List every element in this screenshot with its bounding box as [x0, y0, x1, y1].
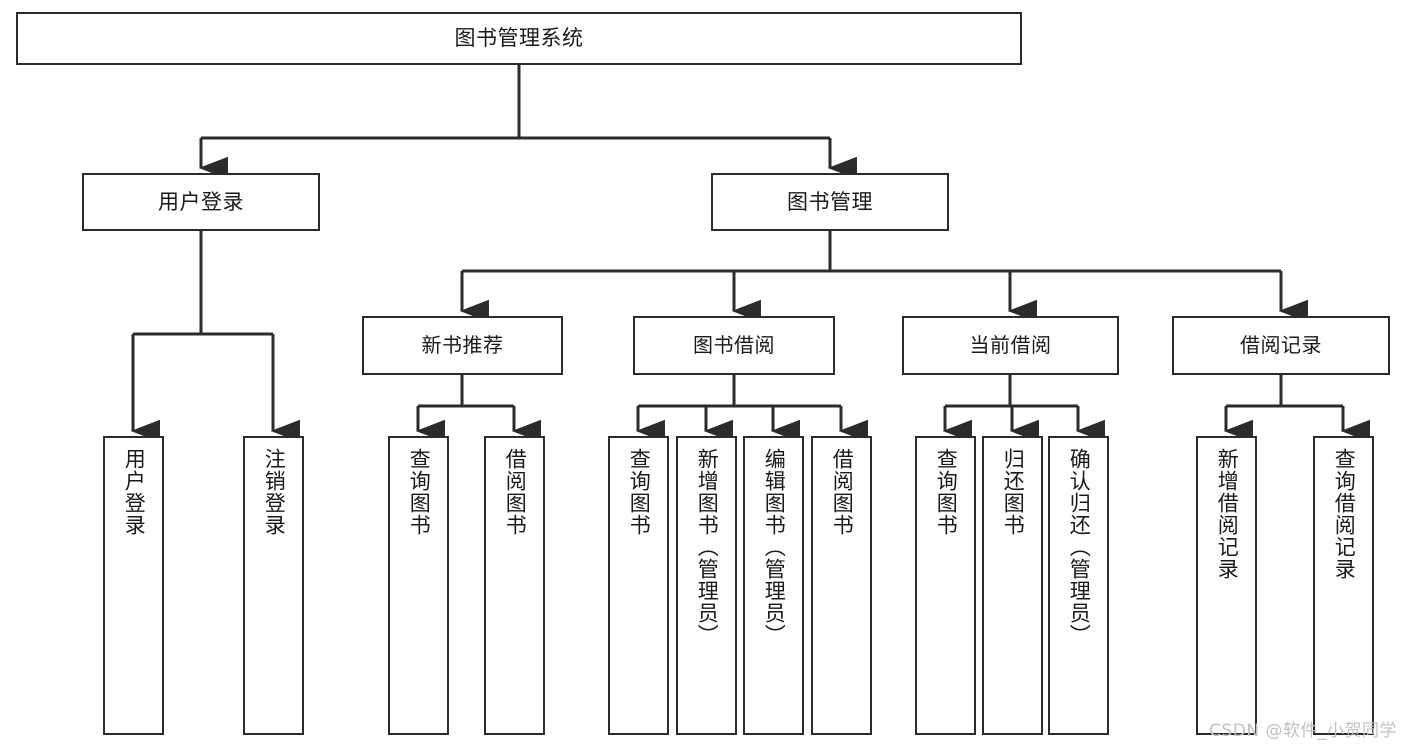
node-leaf-add-book[interactable]: 新增图书（管理员）	[676, 436, 737, 735]
node-root-label: 图书管理系统	[454, 26, 584, 51]
watermark: CSDN @软件_小贺同学	[1209, 721, 1397, 741]
node-leaf-query-book-2[interactable]: 查询图书	[608, 436, 669, 735]
node-book-manage[interactable]: 图书管理	[711, 173, 949, 231]
node-leaf-logout[interactable]: 注销登录	[243, 436, 304, 735]
node-user-login-label: 用户登录	[158, 189, 244, 214]
node-leaf-query-record-label: 查询借阅记录	[1332, 448, 1357, 580]
node-leaf-add-book-label: 新增图书（管理员）	[695, 448, 720, 646]
node-leaf-confirm-return[interactable]: 确认归还（管理员）	[1048, 436, 1109, 735]
node-leaf-query-record[interactable]: 查询借阅记录	[1313, 436, 1374, 735]
node-book-manage-label: 图书管理	[787, 189, 873, 214]
node-leaf-user-login-label: 用户登录	[122, 448, 147, 536]
node-new-book-recommend[interactable]: 新书推荐	[362, 316, 563, 375]
node-leaf-query-book-1-label: 查询图书	[407, 448, 432, 536]
node-borrow-record[interactable]: 借阅记录	[1172, 316, 1390, 375]
node-leaf-confirm-return-label: 确认归还（管理员）	[1067, 448, 1092, 646]
node-current-borrow[interactable]: 当前借阅	[902, 316, 1119, 375]
node-leaf-add-record[interactable]: 新增借阅记录	[1196, 436, 1257, 735]
node-leaf-query-book-1[interactable]: 查询图书	[388, 436, 449, 735]
node-leaf-return-book[interactable]: 归还图书	[982, 436, 1043, 735]
node-leaf-borrow-book-2-label: 借阅图书	[830, 448, 855, 536]
node-user-login[interactable]: 用户登录	[82, 173, 320, 231]
node-leaf-query-book-3-label: 查询图书	[934, 448, 959, 536]
node-leaf-borrow-book-1-label: 借阅图书	[503, 448, 528, 536]
node-current-borrow-label: 当前借阅	[969, 332, 1052, 357]
node-leaf-query-book-3[interactable]: 查询图书	[915, 436, 976, 735]
node-leaf-user-login[interactable]: 用户登录	[103, 436, 164, 735]
node-leaf-query-book-2-label: 查询图书	[627, 448, 652, 536]
node-root[interactable]: 图书管理系统	[16, 12, 1022, 65]
node-leaf-edit-book[interactable]: 编辑图书（管理员）	[743, 436, 804, 735]
node-leaf-edit-book-label: 编辑图书（管理员）	[762, 448, 787, 646]
node-book-borrow[interactable]: 图书借阅	[633, 316, 835, 375]
node-leaf-borrow-book-2[interactable]: 借阅图书	[811, 436, 872, 735]
node-leaf-logout-label: 注销登录	[262, 448, 287, 536]
node-book-borrow-label: 图书借阅	[693, 332, 775, 357]
node-leaf-borrow-book-1[interactable]: 借阅图书	[484, 436, 545, 735]
node-leaf-add-record-label: 新增借阅记录	[1215, 448, 1240, 580]
node-borrow-record-label: 借阅记录	[1240, 332, 1322, 357]
node-leaf-return-book-label: 归还图书	[1001, 448, 1026, 536]
node-new-book-recommend-label: 新书推荐	[421, 332, 504, 357]
